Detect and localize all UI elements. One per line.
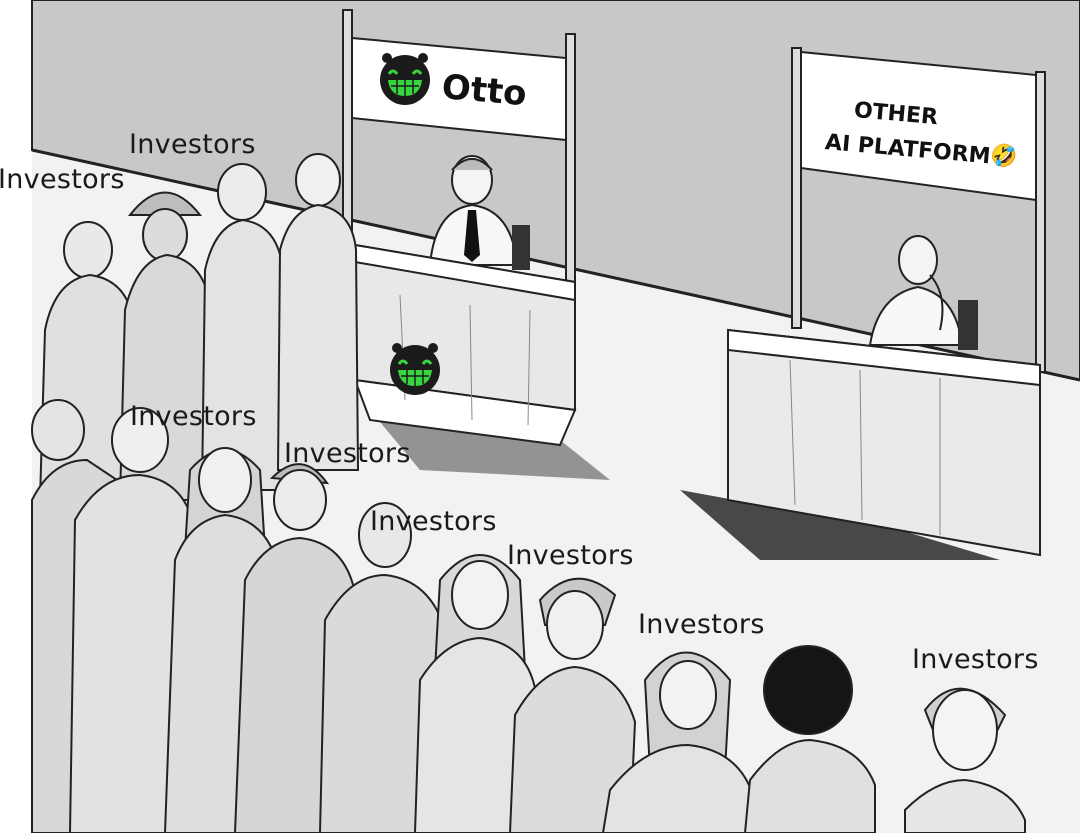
left-booth-seller	[428, 155, 530, 270]
investor-figure	[508, 577, 637, 833]
left-booth	[342, 9, 610, 480]
investor-figure	[68, 407, 197, 833]
investors-label: Investors	[638, 609, 765, 640]
investors-label: Investors	[284, 438, 411, 469]
investor-figure	[904, 687, 1026, 833]
investor-queue	[31, 153, 1026, 833]
investor-figure	[413, 554, 537, 833]
left-sign-title: Otto	[440, 67, 529, 115]
investors-label: Investors	[507, 540, 634, 571]
investors-label: Investors	[912, 644, 1039, 675]
investors-label: Investors	[0, 164, 125, 195]
investor-figure	[200, 163, 289, 491]
investors-label: Investors	[130, 401, 257, 432]
right-booth-seller	[868, 235, 978, 350]
investor-figure	[276, 153, 360, 471]
investor-figure	[601, 651, 754, 833]
right-booth	[680, 47, 1046, 560]
otto-logo-icon	[374, 50, 436, 106]
investor-figure	[743, 645, 876, 833]
laughing-emoji-icon: 🤣	[990, 144, 1018, 169]
desk-otto-logo-icon	[384, 340, 446, 396]
investors-label: Investors	[370, 506, 497, 537]
investors-label: Investors	[129, 129, 256, 160]
